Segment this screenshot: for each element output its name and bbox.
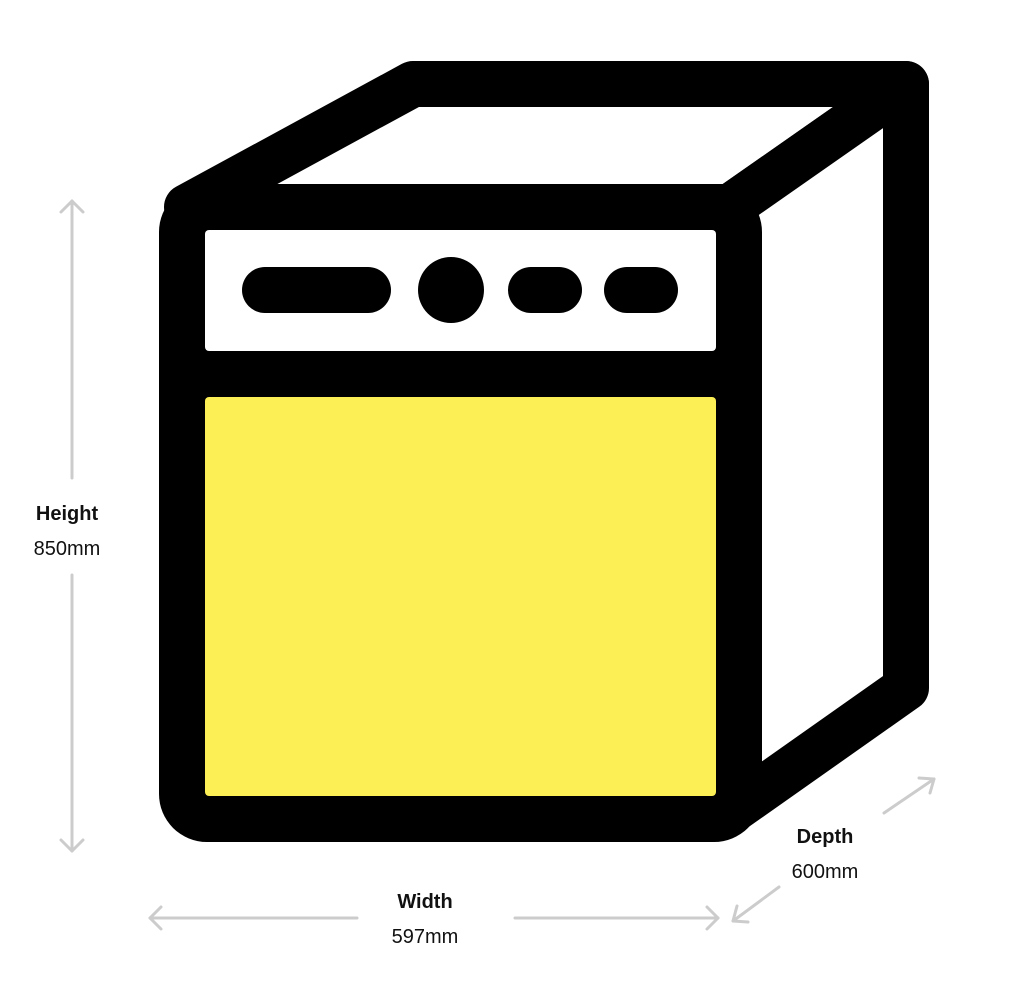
arrow-up-icon (59, 199, 85, 214)
display-control (242, 267, 391, 313)
height-title: Height (35, 503, 99, 525)
height-arrow (59, 199, 85, 853)
arrow-left-icon (148, 905, 163, 931)
arrow-up-right-icon (917, 776, 936, 795)
depth-label: Depth 600mm (765, 827, 885, 882)
width-title: Width (397, 891, 453, 913)
depth-arrow (731, 776, 936, 924)
door-panel (205, 397, 716, 796)
button-control-1 (508, 267, 582, 313)
depth-value: 600mm (791, 861, 859, 883)
appliance-illustration (159, 61, 929, 842)
button-control-2 (604, 267, 678, 313)
dial-control (418, 257, 484, 323)
width-label: Width 597mm (360, 892, 490, 947)
width-value: 597mm (391, 926, 459, 948)
arrow-down-left-icon (731, 904, 750, 924)
height-value: 850mm (33, 538, 101, 560)
width-arrow (148, 905, 720, 931)
arrow-right-icon (705, 905, 720, 931)
height-label: Height 850mm (18, 504, 116, 559)
depth-title: Depth (796, 826, 854, 848)
arrow-down-icon (59, 838, 85, 853)
